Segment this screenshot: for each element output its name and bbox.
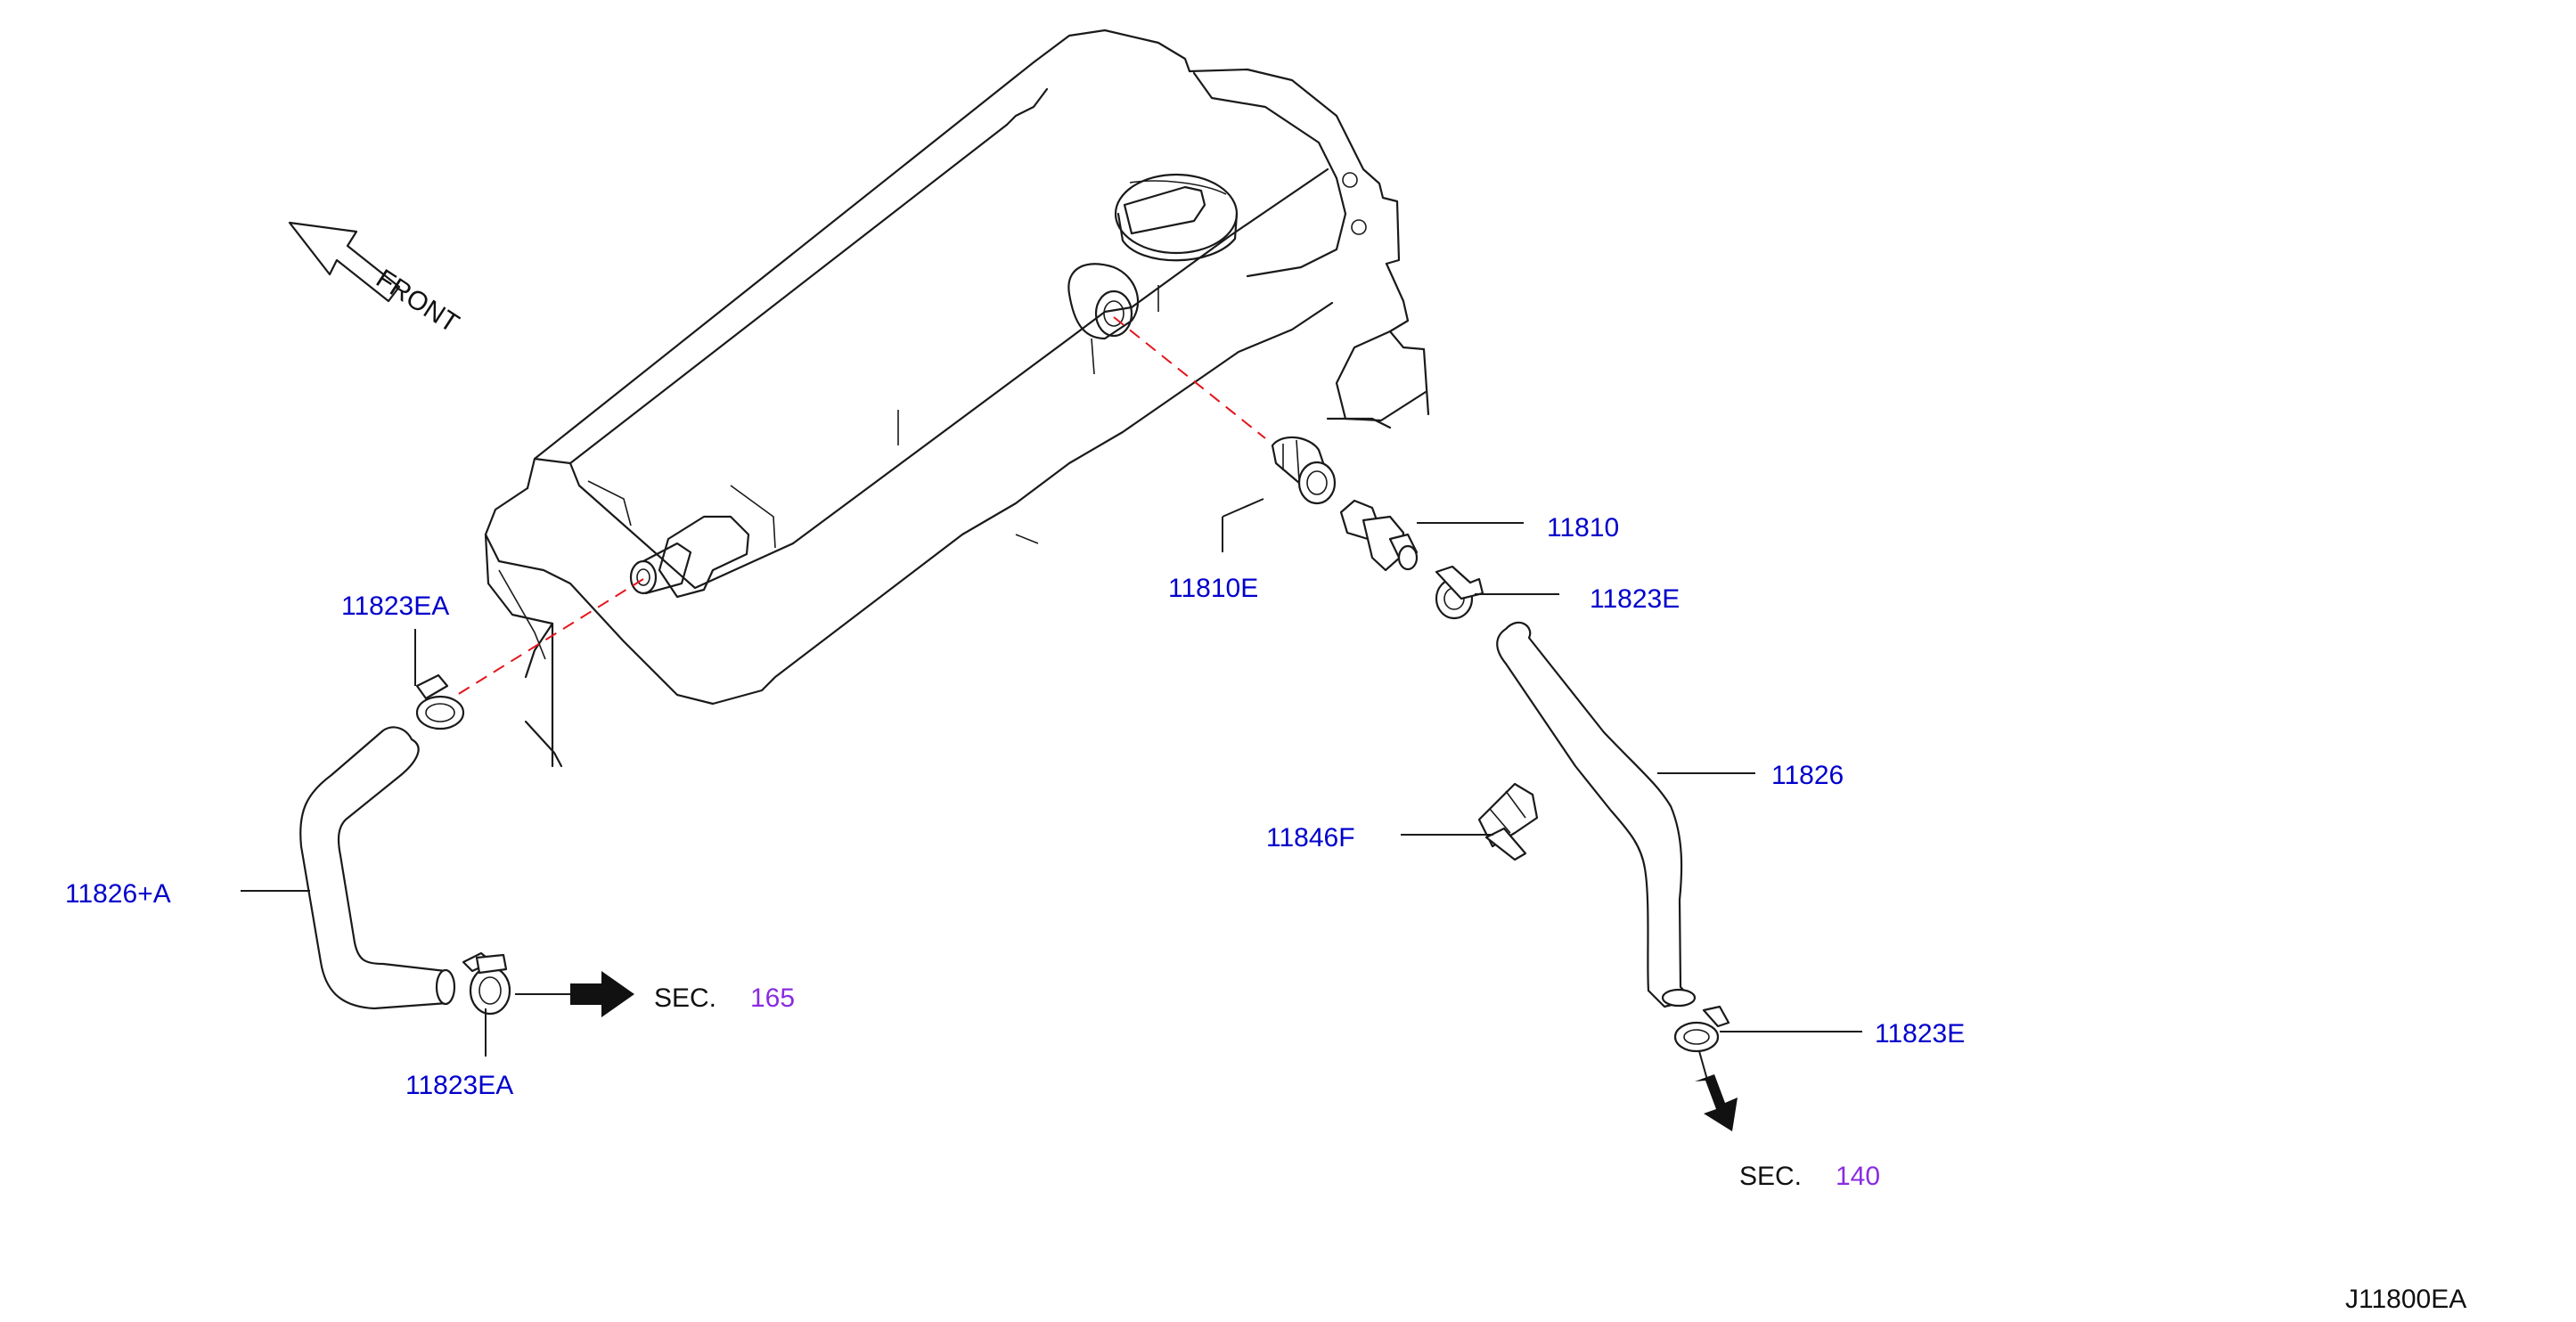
clamp-11823E-top <box>1435 565 1484 620</box>
label-11823EA-top: 11823EA <box>341 592 449 621</box>
label-11823E-top: 11823E <box>1590 584 1680 614</box>
engine-rocker-cover <box>484 29 1430 768</box>
sec-165-number: 165 <box>750 983 795 1013</box>
arrow-to-sec-165 <box>570 971 634 1017</box>
arrow-to-sec-140 <box>1695 1074 1738 1131</box>
label-11826: 11826 <box>1771 761 1844 790</box>
grommet-11810E <box>1271 436 1337 505</box>
hose-11826A <box>299 726 456 1010</box>
leader-lines <box>241 498 1862 1057</box>
diagram-code: J11800EA <box>2345 1285 2466 1314</box>
front-direction-arrow: FRONT <box>288 221 464 339</box>
label-11810E: 11810E <box>1168 574 1258 603</box>
centerline-left <box>449 578 644 700</box>
clamp-11823EA-bottom <box>462 951 511 1016</box>
label-11823EA-bottom: 11823EA <box>405 1071 513 1100</box>
label-11810: 11810 <box>1547 513 1619 543</box>
label-11826A: 11826+A <box>65 879 171 909</box>
label-11846F: 11846F <box>1266 823 1355 853</box>
hose-11826 <box>1496 621 1697 1008</box>
sec-140-prefix: SEC. <box>1739 1162 1802 1191</box>
clamp-11823E-bottom <box>1673 1005 1730 1053</box>
front-label: FRONT <box>371 264 464 339</box>
sec-165-prefix: SEC. <box>654 983 716 1013</box>
label-11823E-bottom: 11823E <box>1875 1019 1965 1049</box>
sec-140-number: 140 <box>1836 1162 1880 1191</box>
pcv-valve-11810 <box>1339 499 1419 572</box>
centerline-right <box>1113 316 1266 439</box>
clamp-11823EA-top <box>415 673 465 730</box>
clip-11846F <box>1477 782 1539 861</box>
